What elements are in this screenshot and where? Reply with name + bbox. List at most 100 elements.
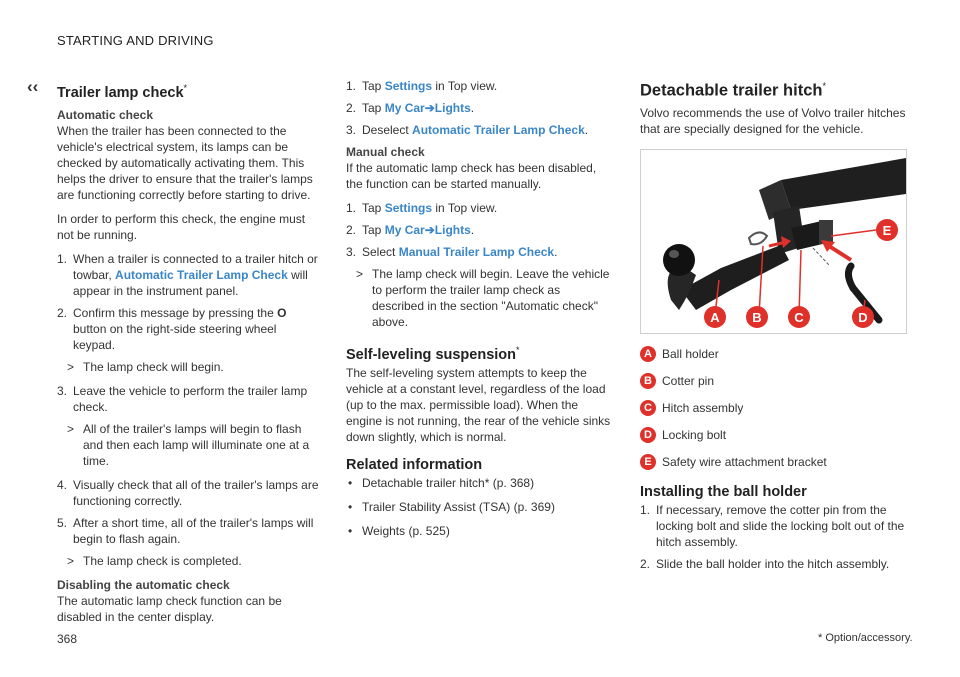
step-text: .: [584, 123, 589, 137]
legend-badge: A: [640, 345, 656, 362]
step-text: Confirm this message by pressing the: [73, 305, 274, 320]
step-text: button on the right-side steering wheel …: [73, 321, 277, 352]
section-title-installing: Installing the ball holder: [640, 483, 807, 500]
step-text: When a trailer is connected to a trailer…: [73, 251, 318, 282]
step-result: >The lamp check is completed.: [57, 553, 319, 569]
paragraph: If the automatic lamp check has been dis…: [346, 161, 597, 191]
section-title-related: Related information: [346, 456, 483, 473]
paragraph: Volvo recommends the use of Volvo traile…: [640, 105, 906, 136]
step-text: Tap: [362, 201, 382, 215]
step-number: 5.: [57, 515, 68, 530]
figure-label-b: B: [746, 305, 768, 328]
step-text: .: [554, 245, 558, 259]
step-result: > All of the trailer's lamps will begin t…: [57, 421, 319, 469]
title-text: Self-leveling suspension: [346, 346, 517, 363]
hitch-illustration: A B C D E: [640, 148, 907, 334]
link-text[interactable]: Weights (p. 525): [362, 523, 450, 538]
result-arrow-icon: >: [67, 553, 75, 568]
back-chevron-icon[interactable]: ‹‹: [27, 77, 39, 96]
step-text: Tap: [362, 79, 382, 93]
step-text: Select: [362, 245, 396, 259]
step-4: 4. Visually check that all of the traile…: [57, 477, 319, 509]
disable-step-2: 2. Tap My Car➔Lights.: [346, 100, 614, 116]
step-text: .: [470, 101, 475, 115]
install-step-1: 1. If necessary, remove the cotter pin f…: [640, 502, 908, 550]
bullet-icon: •: [348, 475, 353, 490]
arrow-right-icon: ➔: [424, 101, 435, 115]
step-2: 2. Confirm this message by pressing the …: [57, 305, 319, 353]
step-number: 1.: [57, 251, 68, 266]
step-number: 2.: [640, 556, 651, 571]
related-link[interactable]: • Weights (p. 525): [346, 523, 614, 539]
column-middle: 1. Tap Settings in Top view. 2. Tap My C…: [346, 78, 614, 547]
ui-term: Manual Trailer Lamp Check: [398, 245, 555, 259]
figure-label-text: C: [794, 310, 804, 325]
title-text: Trailer lamp check: [57, 84, 184, 101]
figure-label-d: D: [852, 305, 874, 328]
legend-badge: D: [640, 426, 656, 443]
step-text: If necessary, remove the cotter pin from…: [656, 502, 905, 549]
section-title-trailer-lamp-check: Trailer lamp check*: [57, 80, 319, 101]
page-number: 368: [57, 632, 78, 646]
ui-term: Automatic Trailer Lamp Check: [412, 123, 585, 137]
step-number: 2.: [346, 101, 357, 115]
manual-step-2: 2. Tap My Car➔Lights.: [346, 222, 614, 238]
ui-term: Automatic Trailer Lamp Check: [115, 267, 288, 282]
step-number: 3.: [346, 123, 357, 137]
step-text: After a short time, all of the trailer's…: [73, 515, 314, 546]
ui-term: Lights: [434, 223, 471, 237]
step-text: Tap: [362, 223, 382, 237]
ui-term: Settings: [384, 201, 433, 215]
result-arrow-icon: >: [67, 359, 75, 374]
legend-badge: E: [640, 453, 656, 470]
step-result: >The lamp check will begin.: [57, 359, 319, 375]
paragraph: The automatic lamp check function can be…: [57, 593, 282, 624]
ui-term: Lights: [434, 101, 471, 115]
disable-step-3: 3. Deselect Automatic Trailer Lamp Check…: [346, 122, 614, 138]
step-3: 3. Leave the vehicle to perform the trai…: [57, 383, 319, 415]
legend-text: Hitch assembly: [662, 400, 744, 415]
paragraph: The self-leveling system attempts to kee…: [346, 365, 611, 444]
step-text: will appear in the instrument panel.: [73, 267, 308, 298]
step-number: 3.: [57, 383, 68, 398]
figure-label-text: B: [752, 310, 761, 325]
step-number: 1.: [346, 79, 357, 93]
legend-item-b: B Cotter pin: [640, 372, 908, 389]
bullet-icon: •: [348, 523, 353, 538]
step-number: 1.: [640, 502, 651, 517]
figure-label-text: D: [858, 310, 867, 325]
step-5: 5. After a short time, all of the traile…: [57, 515, 319, 547]
legend-text: Ball holder: [662, 346, 719, 361]
result-text: All of the trailer's lamps will begin to…: [83, 421, 310, 468]
step-number: 2.: [346, 223, 357, 237]
manual-step-1: 1. Tap Settings in Top view.: [346, 200, 614, 216]
step-number: 4.: [57, 477, 68, 492]
figure-label-e: E: [876, 218, 898, 241]
result-arrow-icon: >: [356, 267, 364, 281]
title-text: Detachable trailer hitch: [640, 81, 823, 100]
subheading-disabling: Disabling the automatic check: [57, 577, 230, 592]
link-text[interactable]: Trailer Stability Assist (TSA) (p. 369): [362, 499, 555, 514]
install-step-2: 2. Slide the ball holder into the hitch …: [640, 556, 908, 572]
related-link[interactable]: • Trailer Stability Assist (TSA) (p. 369): [346, 499, 614, 515]
step-text: Slide the ball holder into the hitch ass…: [656, 556, 890, 571]
legend-text: Cotter pin: [662, 373, 715, 388]
bullet-icon: •: [348, 499, 353, 514]
option-star: *: [516, 345, 520, 355]
related-link[interactable]: • Detachable trailer hitch* (p. 368): [346, 475, 614, 491]
column-trailer-lamp-check: Trailer lamp check* Automatic check When…: [57, 80, 319, 633]
figure-label-a: A: [704, 305, 726, 328]
link-text[interactable]: Detachable trailer hitch* (p. 368): [362, 475, 535, 490]
legend-badge: B: [640, 372, 656, 389]
step-text: in Top view.: [435, 201, 498, 215]
result-arrow-icon: >: [67, 421, 75, 436]
figure-label-text: E: [883, 223, 892, 238]
option-star: *: [822, 81, 826, 91]
paragraph: When the trailer has been connected to t…: [57, 123, 313, 202]
ui-term: My Car: [384, 101, 425, 115]
footnote-option: * Option/accessory.: [818, 632, 913, 644]
ui-term: Settings: [384, 79, 433, 93]
